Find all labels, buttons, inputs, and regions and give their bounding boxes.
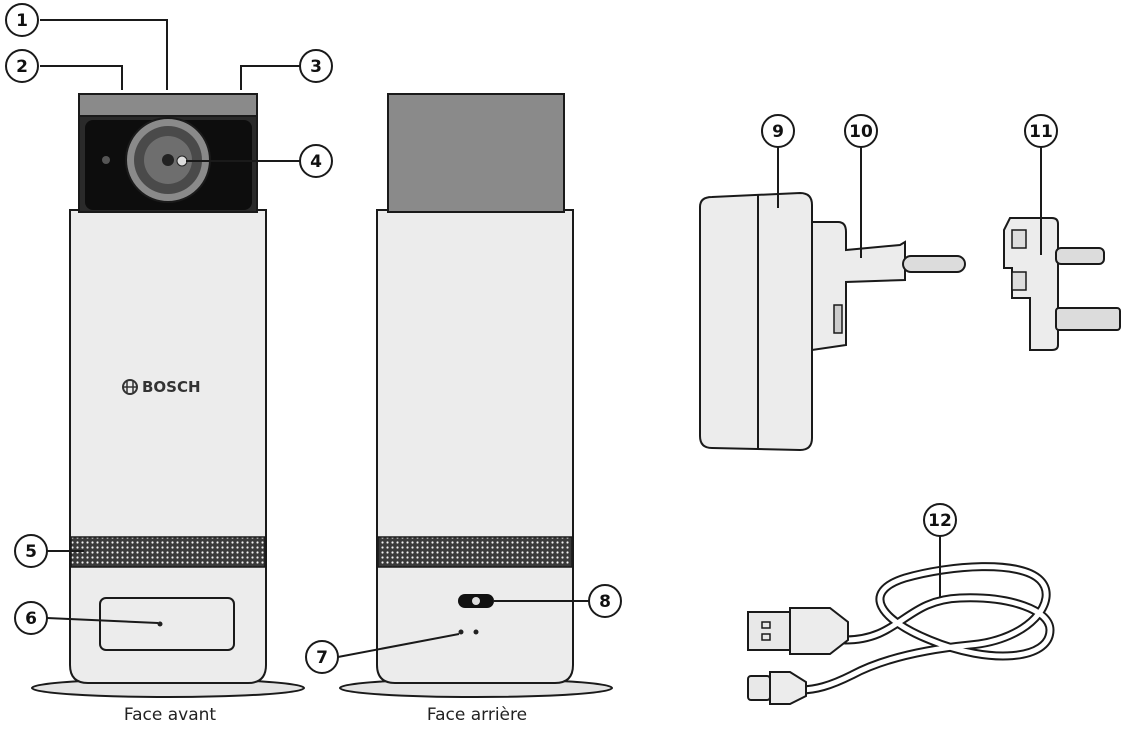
callout-numbers: 1 2 3 4 5 6 7 8: [5, 3, 1058, 674]
micro-usb-housing: [769, 671, 807, 705]
svg-text:5: 5: [25, 542, 37, 562]
lens-sensor-icon: [176, 155, 188, 167]
usb-a-housing: [789, 607, 849, 655]
adapter-body: [699, 191, 813, 452]
micro-usb-tip: [747, 675, 771, 701]
caption-front: Face avant: [124, 705, 217, 725]
brand-text: BOSCH: [142, 378, 201, 396]
front-button: [99, 597, 235, 651]
callout-7: 7: [305, 640, 339, 674]
front-button-dot: [157, 621, 163, 627]
adapter-plug-module: [811, 221, 906, 352]
svg-text:10: 10: [849, 122, 873, 142]
back-top-cap: [387, 93, 565, 213]
svg-text:8: 8: [599, 592, 611, 612]
svg-text:12: 12: [928, 511, 952, 531]
uk-plug-pin-bottom: [1055, 307, 1121, 331]
callout-1: 1: [5, 3, 39, 37]
callout-2: 2: [5, 49, 39, 83]
back-body: [376, 209, 574, 684]
callout-6: 6: [14, 601, 48, 635]
svg-text:6: 6: [25, 609, 37, 629]
camera-back-view: [339, 93, 613, 698]
svg-text:7: 7: [316, 648, 328, 668]
front-top-cap: [78, 93, 258, 119]
uk-plug-adapter: [1003, 217, 1121, 351]
back-speaker-grille: [377, 536, 573, 568]
usb-a-metal: [747, 611, 791, 651]
caption-back: Face arrière: [427, 705, 527, 725]
callout-lines: [40, 19, 1042, 658]
svg-text:9: 9: [772, 122, 784, 142]
svg-text:11: 11: [1029, 122, 1053, 142]
svg-text:4: 4: [310, 152, 322, 172]
bosch-logo: BOSCH: [122, 378, 201, 396]
callout-8: 8: [588, 584, 622, 618]
lens-core: [162, 154, 174, 166]
callout-11: 11: [1024, 114, 1058, 148]
svg-text:2: 2: [16, 57, 28, 77]
uk-plug-body: [1003, 217, 1059, 351]
callout-12: 12: [923, 503, 957, 537]
power-adapter: [699, 191, 966, 452]
indicator-led: [102, 156, 110, 164]
callout-3: 3: [299, 49, 333, 83]
callout-4: 4: [299, 144, 333, 178]
adapter-side-clip: [833, 304, 843, 334]
back-mic-hole: [473, 629, 479, 635]
svg-text:3: 3: [310, 57, 322, 77]
camera-front-view: BOSCH: [31, 93, 305, 698]
adapter-plug-pin: [902, 255, 966, 273]
usb-cable: [747, 562, 1055, 705]
uk-plug-pin-top: [1055, 247, 1105, 265]
svg-text:1: 1: [16, 11, 28, 31]
callout-5: 5: [14, 534, 48, 568]
back-switch-knob: [472, 597, 480, 605]
front-speaker-grille: [70, 536, 266, 568]
callout-9: 9: [761, 114, 795, 148]
back-reset-hole: [458, 629, 464, 635]
callout-10: 10: [844, 114, 878, 148]
